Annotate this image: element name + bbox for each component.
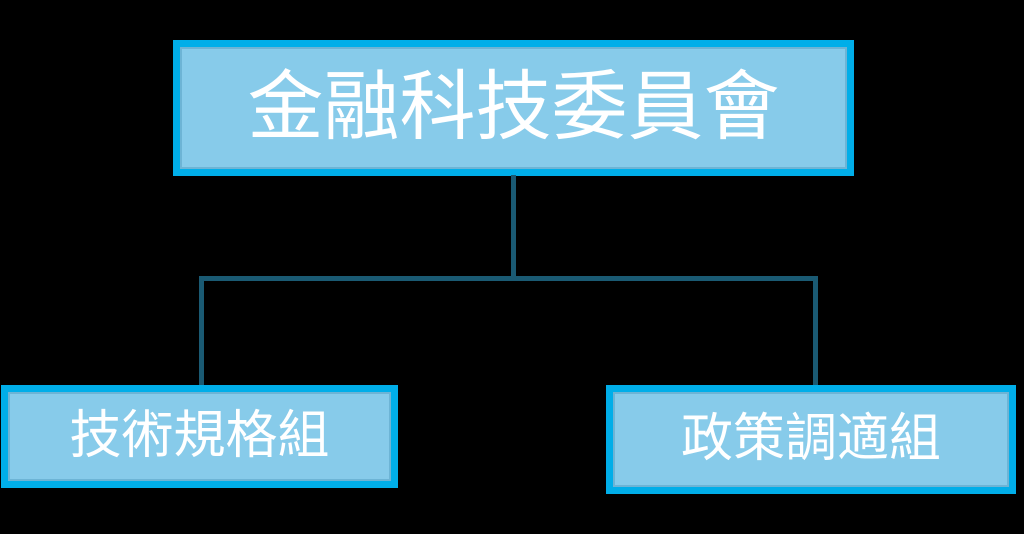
root-node-fintech-committee: 金融科技委員會 xyxy=(173,40,854,176)
child-node-policy-adjustment-group: 政策調適組 xyxy=(606,385,1016,494)
child-node-technical-specs-group: 技術規格組 xyxy=(1,385,398,488)
connector-root-stem xyxy=(511,175,516,281)
root-node-label: 金融科技委員會 xyxy=(247,66,780,150)
child-node-policy-adjustment-label: 政策調適組 xyxy=(680,410,941,468)
connector-horizontal-bar xyxy=(199,276,818,281)
connector-left-drop xyxy=(199,276,204,386)
connector-right-drop xyxy=(813,276,818,386)
child-node-technical-specs-label: 技術規格組 xyxy=(69,407,330,465)
